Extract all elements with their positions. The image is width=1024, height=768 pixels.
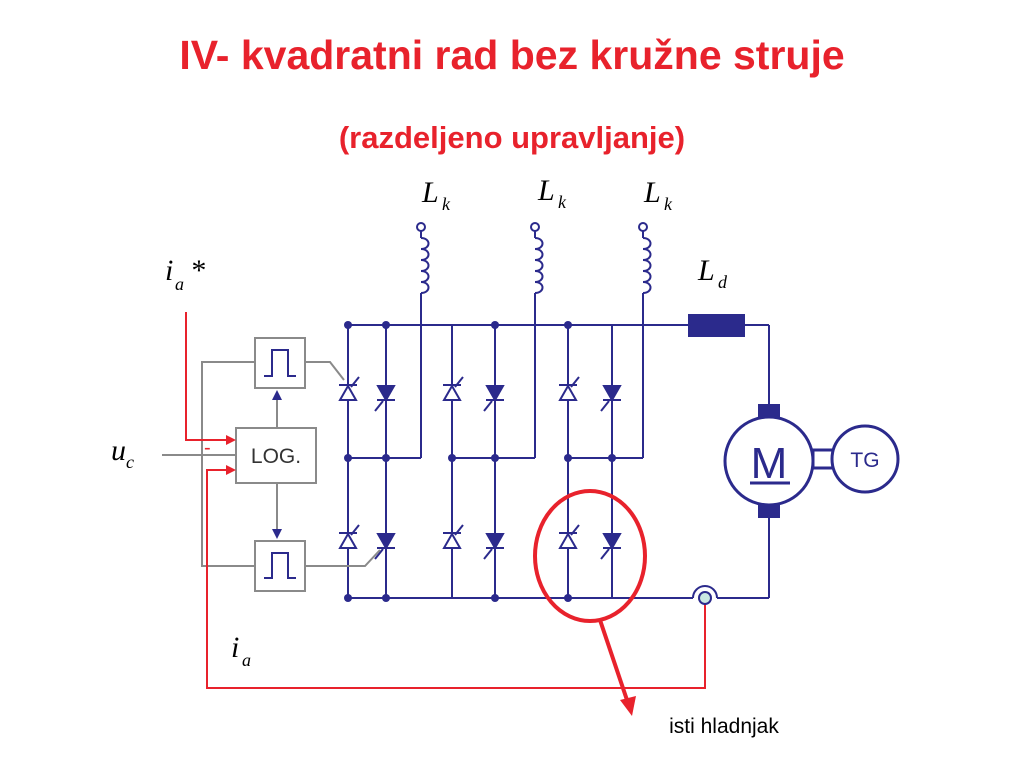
svg-text:M: M [751, 439, 788, 488]
pulse-generator-lower [254, 540, 306, 592]
inductor-lk-2 [530, 222, 544, 458]
motor-shaft [811, 448, 835, 470]
svg-text:c: c [126, 452, 134, 472]
thyristor-lower-1 [338, 517, 360, 563]
thyristor-lower-5 [558, 517, 580, 563]
lk-label-3: L k [643, 176, 673, 214]
inductor-lk-3 [638, 222, 652, 458]
junction-dots [344, 321, 616, 602]
tachogenerator: TG [830, 424, 900, 494]
thyristor-upper-4 [483, 369, 505, 415]
svg-text:TG: TG [850, 449, 879, 472]
page-subtitle: (razdeljeno upravljanje) [338, 120, 686, 155]
svg-text:i: i [165, 254, 173, 287]
control-voltage-label: u c [111, 434, 134, 472]
bridge-wiring [347, 324, 770, 599]
svg-text:a: a [175, 274, 184, 294]
svg-text:LOG.: LOG. [251, 445, 301, 468]
svg-text:u: u [111, 434, 126, 467]
thyristor-lower-2 [374, 517, 396, 563]
pulse-generator-upper [254, 337, 306, 389]
feedback-arrowheads [226, 435, 236, 475]
svg-text:L: L [421, 176, 439, 209]
logic-block: LOG. [235, 427, 317, 484]
svg-text:k: k [442, 194, 451, 214]
svg-text:L: L [643, 176, 661, 209]
control-wiring [162, 361, 381, 567]
svg-text:L: L [697, 254, 715, 287]
minus-sign: - [204, 437, 211, 459]
svg-text:i: i [231, 631, 239, 664]
smoothing-inductor-ld [688, 314, 745, 337]
page-title: IV- kvadratni rad bez kružne struje [179, 32, 845, 78]
svg-text:*: * [190, 254, 205, 287]
heatsink-highlight [533, 489, 647, 716]
current-reference-label: i a * [165, 254, 205, 294]
svg-text:d: d [718, 272, 728, 292]
lk-label-1: L k [421, 176, 451, 214]
svg-text:a: a [242, 650, 251, 670]
thyristor-lower-3 [442, 517, 464, 563]
ld-label: L d [697, 254, 728, 292]
thyristor-lower-4 [483, 517, 505, 563]
control-arrowheads [272, 390, 282, 539]
thyristor-upper-5 [558, 369, 580, 415]
inductor-lk-1 [416, 222, 430, 458]
svg-text:k: k [558, 192, 567, 212]
current-feedback-label: i a [231, 631, 251, 670]
current-sensor [698, 591, 712, 605]
lk-label-2: L k [537, 174, 567, 212]
thyristor-upper-3 [442, 369, 464, 415]
current-feedback-wiring [185, 312, 706, 689]
thyristor-upper-2 [374, 369, 396, 415]
dc-motor: M [723, 404, 815, 518]
thyristor-upper-6 [600, 369, 622, 415]
thyristor-lower-6 [600, 517, 622, 563]
svg-text:L: L [537, 174, 555, 207]
svg-text:k: k [664, 194, 673, 214]
heatsink-note: isti hladnjak [669, 715, 779, 738]
